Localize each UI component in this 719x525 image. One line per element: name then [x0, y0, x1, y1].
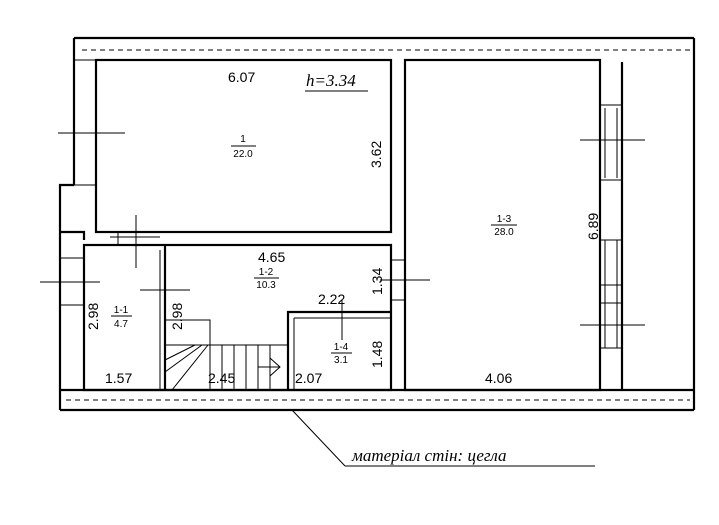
svg-text:28.0: 28.0 — [494, 227, 514, 238]
dim-bottom-left: 1.57 — [105, 370, 132, 386]
svg-text:1-3: 1-3 — [497, 214, 512, 225]
room-label-1-2: 1-2 10.3 — [254, 267, 279, 291]
room-1-walls — [58, 58, 393, 234]
svg-text:10.3: 10.3 — [256, 280, 276, 291]
dim-room12-top: 4.65 — [258, 249, 285, 265]
room-label-1-1: 1-1 4.7 — [111, 305, 132, 330]
dim-room11-side: 2.98 — [85, 303, 101, 330]
dim-bottom-stair: 2.45 — [208, 370, 235, 386]
dim-room14-top: 2.22 — [318, 291, 345, 307]
dim-bottom-right: 4.06 — [485, 370, 512, 386]
svg-text:1-4: 1-4 — [334, 342, 349, 353]
middle-walls — [40, 215, 393, 392]
room-label-1-3: 1-3 28.0 — [491, 214, 517, 238]
svg-text:22.0: 22.0 — [233, 149, 253, 160]
dim-room14-side: 1.48 — [369, 341, 385, 368]
dim-stair-side: 2.98 — [169, 303, 185, 330]
dim-room13-side: 6.89 — [585, 213, 601, 240]
dim-room12-side: 1.34 — [369, 268, 385, 295]
height-note: h=3.34 — [306, 71, 356, 90]
dim-room1-top: 6.07 — [228, 69, 255, 85]
room-label-1-4: 1-4 3.1 — [331, 342, 352, 366]
stairs — [164, 319, 288, 391]
room-label-1: 1 22.0 — [231, 134, 256, 160]
dim-bottom-mid: 2.07 — [295, 370, 322, 386]
room-1-3-walls — [380, 58, 645, 392]
svg-text:1-1: 1-1 — [114, 305, 129, 316]
dim-room1-side: 3.62 — [368, 141, 384, 168]
material-note: матеріал стін: цегла — [351, 446, 506, 465]
svg-text:1-2: 1-2 — [259, 267, 274, 278]
svg-text:4.7: 4.7 — [114, 319, 128, 330]
svg-text:1: 1 — [240, 134, 246, 145]
svg-text:3.1: 3.1 — [334, 355, 348, 366]
material-callout: матеріал стін: цегла — [291, 409, 595, 467]
